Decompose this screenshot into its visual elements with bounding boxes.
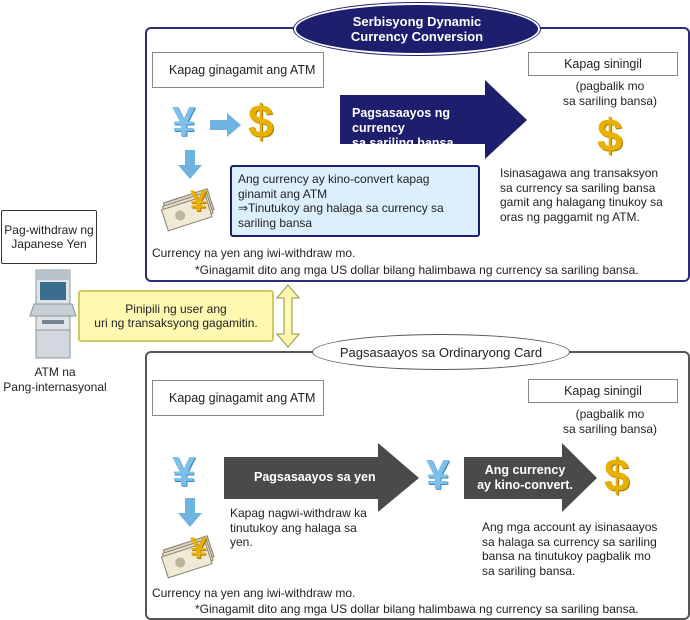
withdraw-yen-box: Pag-withdraw ng Japanese Yen [1, 210, 97, 264]
arrow-down-icon [178, 150, 202, 179]
dcc-charge-label: Kapag siningil [528, 52, 678, 76]
ordinary-title-oval: Pagsasaayos sa Ordinaryong Card [312, 334, 570, 370]
banknotes-icon: ¥ [160, 532, 220, 579]
dcc-title-oval: Serbisyong Dynamic Currency Conversion [294, 3, 540, 55]
yen-arrow-text: Pagsasaayos sa yen [254, 470, 376, 484]
dcc-return-note: (pagbalik mo sa sariling bansa) [562, 79, 658, 108]
ordinary-right-text: Ang mga account ay isinasaayos sa halaga… [482, 520, 658, 578]
atm-caption: ATM na Pang-internasyonal [3, 365, 107, 394]
yen-note: Kapag nagwi-withdraw ka tinutukoy ang ha… [230, 506, 367, 549]
dcc-info-box: Ang currency ay kino-convert kapag ginam… [230, 165, 480, 237]
ordinary-withdraw-note: Currency na yen ang iwi-withdraw mo. [152, 586, 356, 600]
dollar-icon: $ [597, 109, 623, 161]
double-arrow-icon [275, 283, 301, 349]
arrow-right-icon [210, 113, 241, 137]
conversion-arrow-text: Ang currency ay kino-convert. [477, 463, 573, 492]
dollar-icon: $ [248, 95, 274, 147]
dcc-atm-use-label: Kapag ginagamit ang ATM [152, 52, 324, 88]
dcc-title-line1: Serbisyong Dynamic [352, 14, 482, 29]
dcc-withdraw-note: Currency na yen ang iwi-withdraw mo. [152, 246, 356, 260]
ordinary-footnote: *Ginagamit dito ang mga US dollar bilang… [195, 602, 639, 616]
banknotes-icon: ¥ [160, 185, 220, 232]
ordinary-atm-use-label: Kapag ginagamit ang ATM [152, 380, 324, 416]
arrow-down-icon [178, 498, 202, 527]
yen-icon: ¥ [426, 451, 450, 498]
dcc-arrow-text: Pagsasaayos ng currency sa sariling bans… [352, 106, 454, 150]
atm-icon [29, 269, 77, 360]
dollar-icon: $ [604, 449, 630, 501]
dcc-title-line2: Currency Conversion [350, 29, 484, 44]
dcc-settlement-arrow [340, 80, 527, 159]
dcc-right-text: Isinasagawa ang transaksyon sa currency … [500, 166, 663, 224]
ordinary-return-note: (pagbalik mo sa sariling bansa) [562, 407, 658, 436]
ordinary-charge-label: Kapag siningil [528, 379, 678, 403]
yen-icon: ¥ [172, 98, 196, 145]
transaction-choice-box: Pinipili ng user ang uri ng transaksyong… [78, 290, 274, 342]
conversion-arrow [464, 443, 597, 512]
yen-settlement-arrow [224, 443, 419, 512]
dcc-footnote: *Ginagamit dito ang mga US dollar bilang… [195, 263, 639, 277]
yen-icon: ¥ [172, 448, 196, 495]
